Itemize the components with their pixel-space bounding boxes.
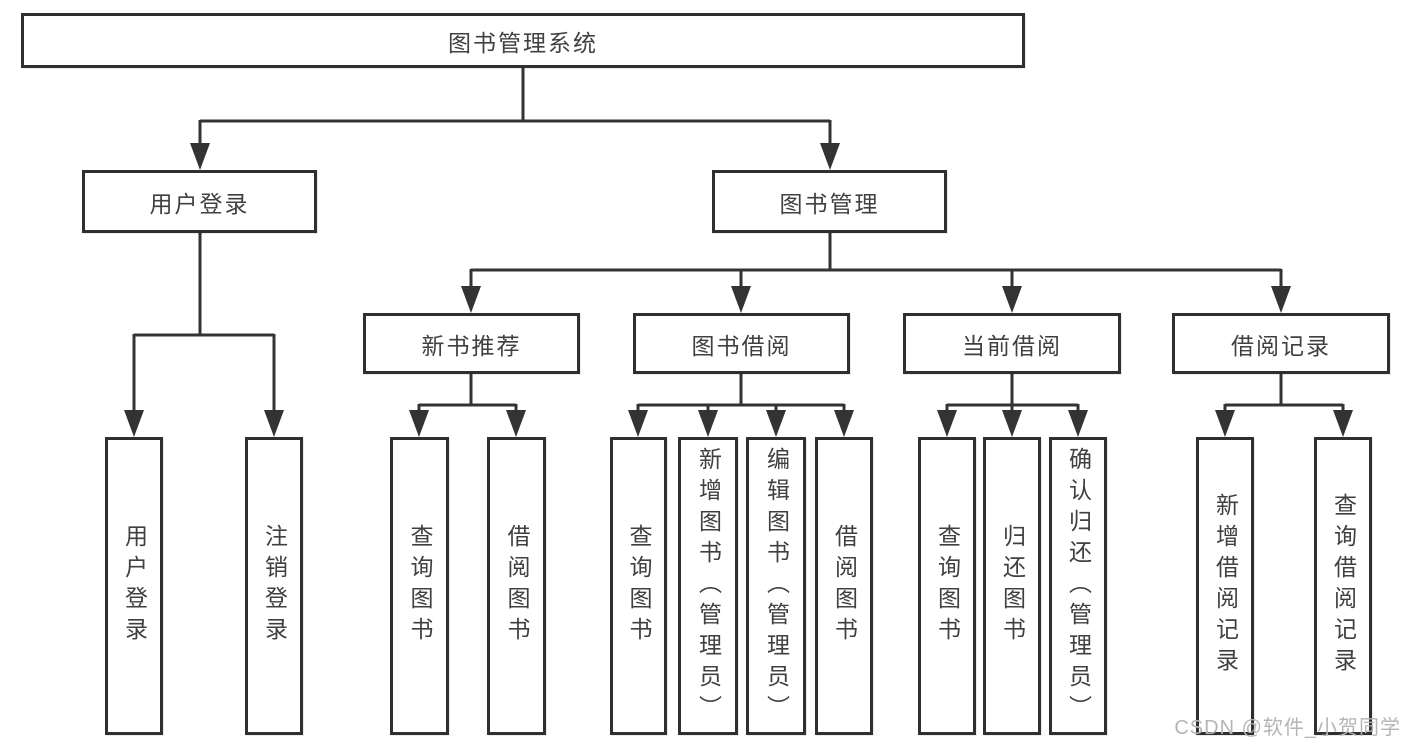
connector-borrow-records-to-leaves	[1215, 374, 1353, 437]
node-borrow-records: 借阅记录	[1172, 313, 1390, 374]
node-book-management: 图书管理	[712, 170, 947, 233]
watermark: CSDN @软件_小贺同学	[1174, 717, 1401, 739]
leaf-borrow-add-book-admin: 新增图书（管理员）	[678, 437, 738, 735]
node-user-login: 用户登录	[82, 170, 317, 233]
connector-book-borrow-to-leaves	[628, 374, 854, 437]
connector-book-management-to-level3	[461, 233, 1291, 313]
leaf-records-add-record: 新增借阅记录	[1196, 437, 1254, 735]
leaf-borrow-query-book: 查询图书	[610, 437, 667, 735]
leaf-recommend-query-book: 查询图书	[390, 437, 449, 735]
leaf-records-query-record: 查询借阅记录	[1314, 437, 1372, 735]
node-book-borrow: 图书借阅	[633, 313, 850, 374]
connector-current-borrow-to-leaves	[937, 374, 1088, 437]
connector-new-book-recommend-to-leaves	[409, 374, 526, 437]
leaf-logout: 注销登录	[245, 437, 303, 735]
leaf-user-login: 用户登录	[105, 437, 163, 735]
leaf-borrow-edit-book-admin: 编辑图书（管理员）	[746, 437, 806, 735]
node-current-borrow: 当前借阅	[903, 313, 1121, 374]
leaf-current-return-book: 归还图书	[983, 437, 1041, 735]
node-new-book-recommend: 新书推荐	[363, 313, 580, 374]
node-root: 图书管理系统	[21, 13, 1025, 68]
leaf-current-confirm-return-admin: 确认归还（管理员）	[1049, 437, 1107, 735]
connector-user-login-to-leaves	[124, 233, 284, 437]
connector-root-to-level2	[190, 68, 840, 170]
leaf-current-query-book: 查询图书	[918, 437, 976, 735]
leaf-recommend-borrow-book: 借阅图书	[487, 437, 546, 735]
leaf-borrow-borrow-book: 借阅图书	[815, 437, 873, 735]
